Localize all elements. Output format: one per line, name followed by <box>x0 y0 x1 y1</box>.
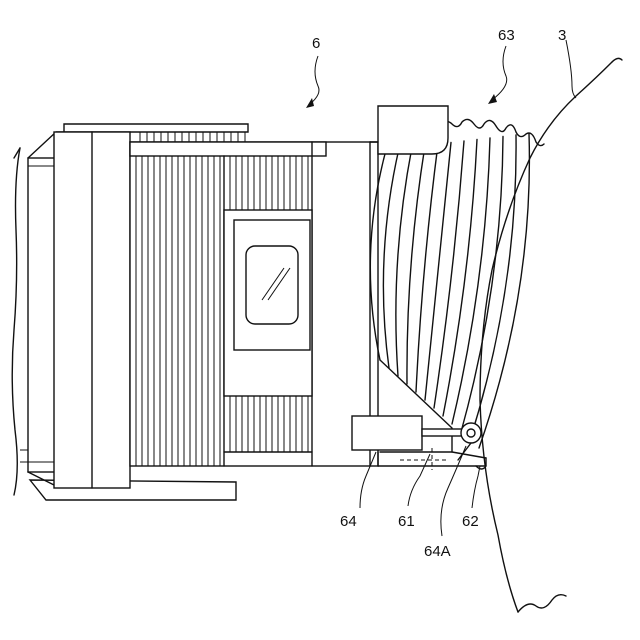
label-64: 64 <box>340 513 357 530</box>
label-6: 6 <box>312 35 320 52</box>
actuator-box <box>352 416 422 450</box>
label-63: 63 <box>498 27 515 44</box>
bellows-fold <box>470 135 516 440</box>
top-bracket <box>370 106 448 154</box>
bellows <box>370 134 529 449</box>
bellows-fold <box>425 143 451 401</box>
bellows-fold <box>479 134 529 449</box>
left-frame <box>20 132 130 488</box>
label-61: 61 <box>398 513 415 530</box>
top-plate <box>64 124 248 132</box>
bellows-fold <box>434 141 464 408</box>
label-64A: 64A <box>424 543 451 560</box>
bellows-fold <box>443 140 477 417</box>
actuator-rod <box>422 429 466 436</box>
left-wall <box>12 148 20 495</box>
body-outline <box>480 58 622 612</box>
bellows-edge <box>440 119 544 145</box>
bellows-fold <box>407 146 425 385</box>
bellows-fold <box>396 147 412 376</box>
window-panel <box>224 210 312 396</box>
bellows-fold <box>461 137 503 433</box>
bellows-fold <box>452 138 490 424</box>
label-3: 3 <box>558 27 566 44</box>
label-62: 62 <box>462 513 479 530</box>
